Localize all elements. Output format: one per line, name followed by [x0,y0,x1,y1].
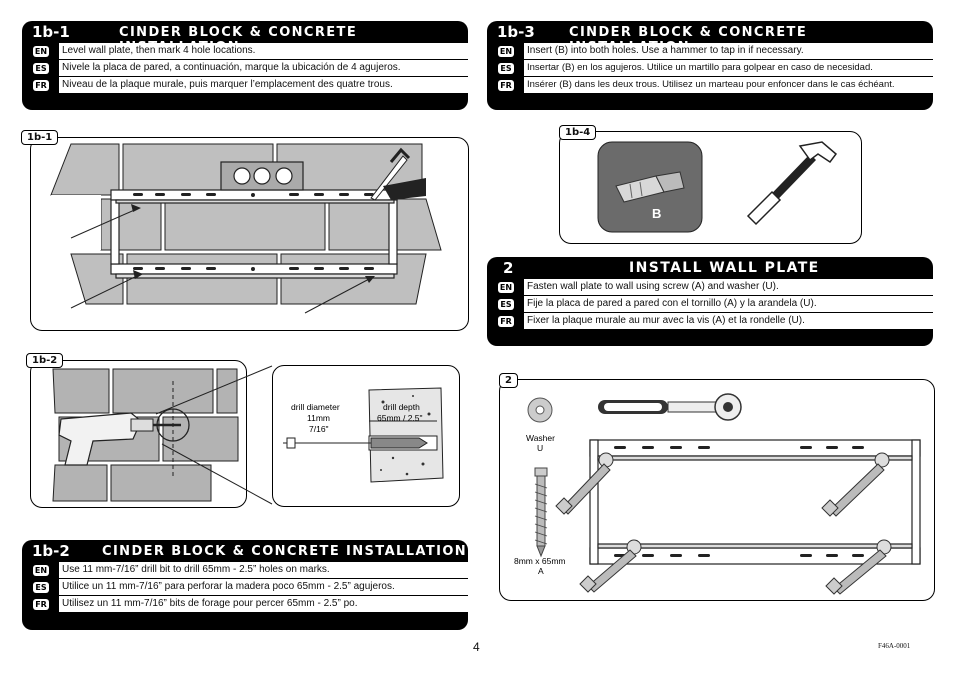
drill-diameter-label: drill diameter [291,402,340,412]
document-code: F46A-0001 [878,642,911,650]
drill-depth-value: 65mm / 2.5" [377,413,423,423]
screw-size-label: 8mm x 65mm [514,556,565,566]
instruction-header: 1b-3 CINDER BLOCK & CONCRETE INSTALLATIO… [487,21,933,55]
illustration-panel-2: Washer U 8mm x 65mm A [499,379,935,601]
instruction-text: Niveau de la plaque murale, puis marquer… [59,77,468,93]
install-wall-plate-illustration: Washer U 8mm x 65mm A [514,393,921,595]
panel-tag-1b-1: 1b-1 [21,130,59,145]
lang-badge-fr: FR [33,80,49,91]
instruction-text: Insertar (B) en los agujeros. Utilice un… [524,60,933,76]
panel-tag-1b-4: 1b-4 [559,125,597,140]
instruction-text: Nivele la placa de pared, a continuación… [59,60,468,76]
washer-label: Washer [526,433,555,443]
instruction-box-2: 2 INSTALL WALL PLATE EN Fasten wall plate… [487,257,933,346]
instruction-row-fr: FR Fixer la plaque murale au mur avec la … [487,313,933,330]
anchor-label: B [652,206,661,221]
instruction-row-fr: FR Utilisez un 11 mm-7/16” bits de forage… [22,596,468,613]
panel-tag-1b-2: 1b-2 [26,353,64,368]
step-title: CINDER BLOCK & CONCRETE INSTALLATION [102,544,468,559]
lang-badge-fr: FR [33,599,49,610]
instruction-row-es: ES Insertar (B) en los agujeros. Utilice … [487,60,933,77]
drill-detail-panel: drill diameter 11mm 7/16" drill depth 65… [272,365,460,507]
instruction-text: Insérer (B) dans les deux trous. Utilise… [524,77,933,93]
instruction-row-en: EN Insert (B) into both holes. Use a hamm… [487,43,933,60]
instruction-header: 2 INSTALL WALL PLATE [487,257,933,279]
instruction-text: Use 11 mm-7/16” drill bit to drill 65mm … [59,562,468,578]
lang-badge-es: ES [33,582,49,593]
lang-badge-es: ES [498,299,514,310]
instruction-text: Fije la placa de pared a pared con el to… [524,296,933,312]
instruction-text: Fasten wall plate to wall using screw (A… [524,279,933,295]
instruction-row-es: ES Nivele la placa de pared, a continuaci… [22,60,468,77]
instruction-header: 1b-2 CINDER BLOCK & CONCRETE INSTALLATIO… [22,540,468,562]
ratchet-wrench-icon [598,393,742,421]
instruction-box-1b-2: 1b-2 CINDER BLOCK & CONCRETE INSTALLATIO… [22,540,468,630]
lang-badge-fr: FR [498,316,514,327]
lang-badge-fr: FR [498,80,514,91]
instruction-header: 1b-1 CINDER BLOCK & CONCRETE INSTALLATIO… [22,21,468,55]
washer-icon [527,397,553,423]
hand-pencil-icon [370,147,426,201]
step-number: 2 [503,259,514,277]
drill-diameter-in: 7/16" [309,424,329,434]
instruction-text: Level wall plate, then mark 4 hole locat… [59,43,468,59]
instruction-row-fr: FR Insérer (B) dans les deux trous. Utili… [487,77,933,94]
instruction-text: Utilice un 11 mm-7/16” para perforar la … [59,579,468,595]
anchor-icon [615,171,685,203]
instruction-row-es: ES Fije la placa de pared a pared con el … [487,296,933,313]
drill-depth-label: drill depth [383,402,420,412]
drill-detail-illustration: drill diameter 11mm 7/16" drill depth 65… [283,387,444,483]
illustration-panel-1b-1 [30,137,469,331]
panel-tag-2: 2 [499,373,518,388]
illustration-panel-1b-2 [30,360,247,508]
drilling-illustration [52,368,239,502]
drill-icon [58,412,181,466]
wall-plate-leveling-illustration [50,143,442,314]
lang-badge-en: EN [33,46,49,57]
instruction-text: Utilisez un 11 mm-7/16” bits de forage p… [59,596,468,612]
instruction-text: Insert (B) into both holes. Use a hammer… [524,43,933,59]
hammer-icon [746,141,838,226]
instruction-box-1b-3: 1b-3 CINDER BLOCK & CONCRETE INSTALLATIO… [487,21,933,110]
lang-badge-en: EN [498,46,514,57]
step-number: 1b-1 [32,23,70,41]
page-number: 4 [473,640,480,654]
instruction-text: Fixer la plaque murale au mur avec la vi… [524,313,933,329]
instruction-row-en: EN Fasten wall plate to wall using screw … [487,279,933,296]
lang-badge-en: EN [498,282,514,293]
step-title: INSTALL WALL PLATE [629,260,820,276]
instruction-row-es: ES Utilice un 11 mm-7/16” para perforar l… [22,579,468,596]
instruction-row-en: EN Level wall plate, then mark 4 hole loc… [22,43,468,60]
instruction-box-1b-1: 1b-1 CINDER BLOCK & CONCRETE INSTALLATIO… [22,21,468,110]
illustration-panel-1b-4: B [559,131,862,244]
instruction-row-fr: FR Niveau de la plaque murale, puis marqu… [22,77,468,94]
step-number: 1b-2 [32,542,70,560]
washer-code: U [537,443,543,453]
anchor-hammer-illustration: B [597,141,838,233]
lang-badge-es: ES [498,63,514,74]
step-number: 1b-3 [497,23,535,41]
lang-badge-en: EN [33,565,49,576]
instruction-row-en: EN Use 11 mm-7/16” drill bit to drill 65m… [22,562,468,579]
drill-diameter-mm: 11mm [307,413,330,423]
lag-screw-icon [534,467,548,558]
screw-code: A [538,566,544,576]
lang-badge-es: ES [33,63,49,74]
